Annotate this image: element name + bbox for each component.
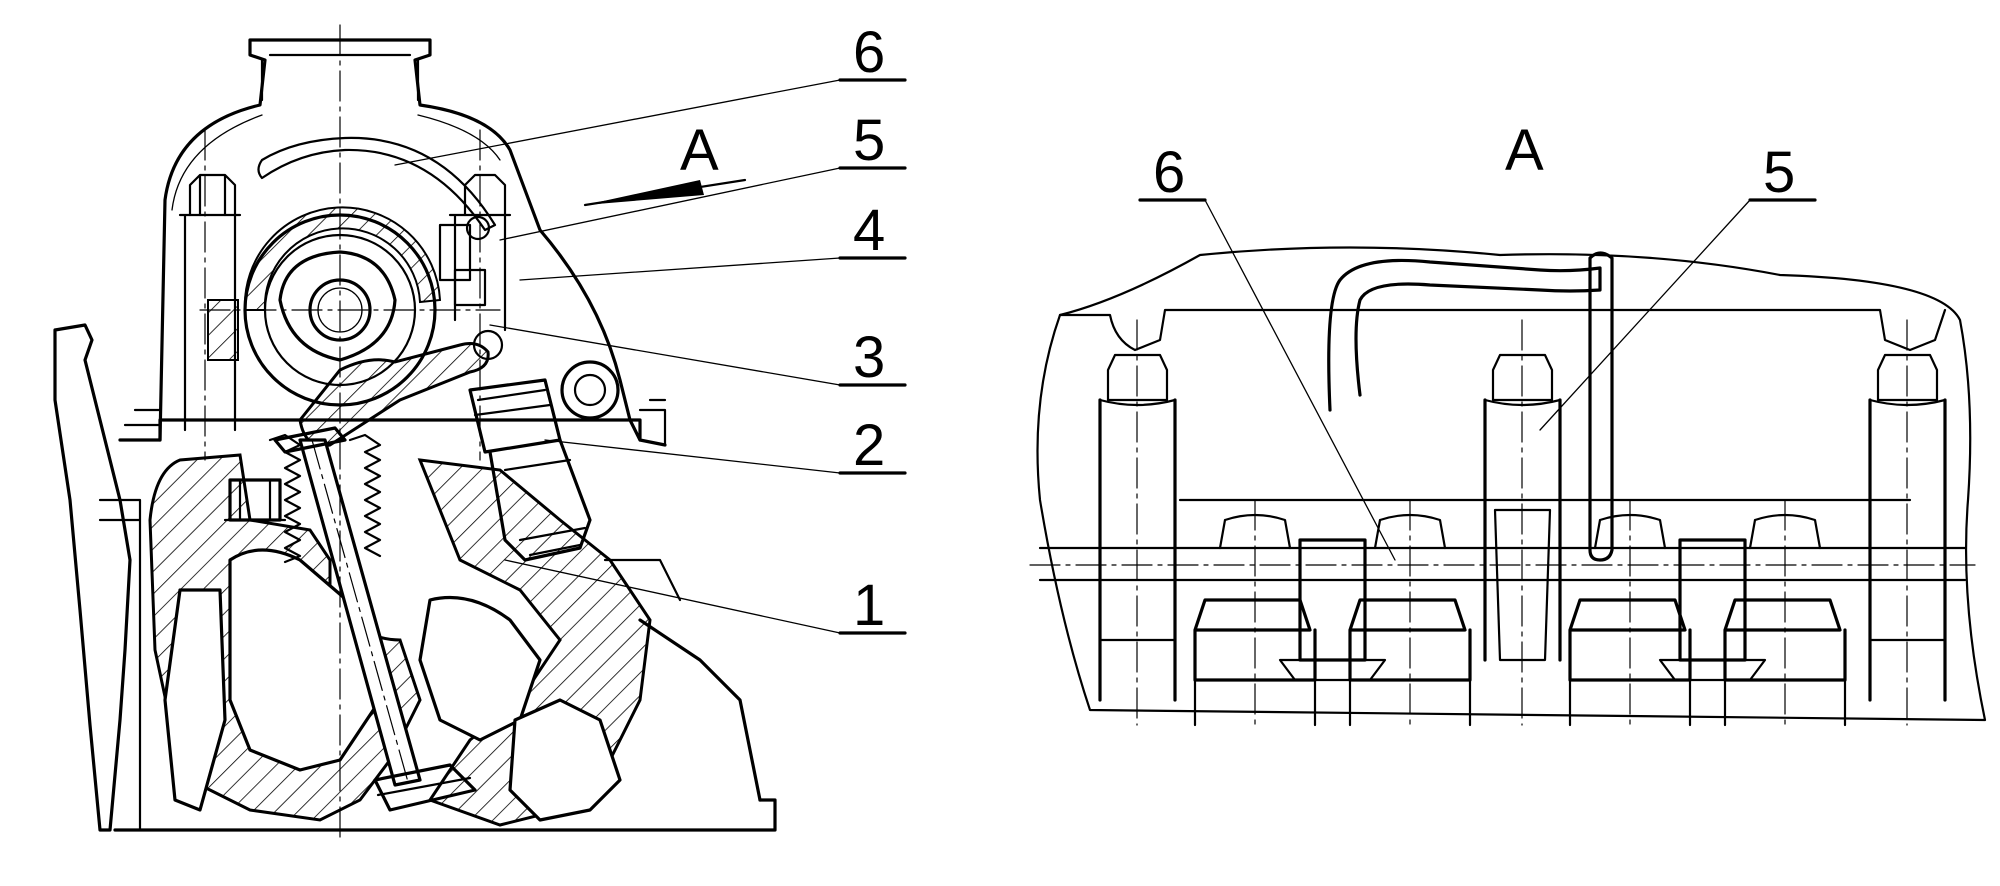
break-outline (1036, 246, 1987, 722)
callout-3: 3 (853, 325, 885, 390)
stud-column-1 (1098, 319, 1177, 726)
section-view: A 6 5 4 3 2 1 (53, 20, 907, 841)
oil-pipe-loop (1327, 251, 1614, 562)
callout-a-6: 6 (1153, 140, 1185, 205)
callout-6: 6 (853, 20, 885, 85)
callout-2: 2 (853, 413, 885, 478)
valve (298, 438, 477, 812)
valve-caps (1193, 513, 1847, 727)
callouts-right: 6 5 (1138, 140, 1817, 561)
boss-circle (560, 360, 620, 420)
oil-pipe (257, 136, 497, 232)
view-a: A (1029, 118, 1987, 727)
view-a-title: A (1505, 118, 1544, 183)
bolt-head-left (188, 173, 237, 217)
callout-4: 4 (853, 198, 885, 263)
intake-port (228, 548, 382, 772)
manifold-flange (53, 323, 132, 832)
stud-column-3 (1868, 319, 1947, 726)
view-label-a: A (680, 118, 719, 183)
view-arrow-a: A (583, 118, 747, 207)
valve-cover-outline (158, 38, 642, 442)
callout-a-5: 5 (1763, 140, 1795, 205)
callout-1: 1 (853, 573, 885, 638)
cam-lobe (278, 250, 397, 362)
stud-column-2 (1483, 319, 1562, 726)
rocker-shaft (1038, 546, 1967, 582)
callouts-left: 6 5 4 3 2 1 (394, 20, 907, 638)
rocker-adjuster-ball (472, 329, 504, 361)
rocker-blocks (1278, 538, 1767, 682)
valve-spring (268, 426, 382, 564)
bolt-head-right (463, 173, 507, 217)
callout-5: 5 (853, 108, 885, 173)
pipe-fitting (465, 215, 491, 241)
